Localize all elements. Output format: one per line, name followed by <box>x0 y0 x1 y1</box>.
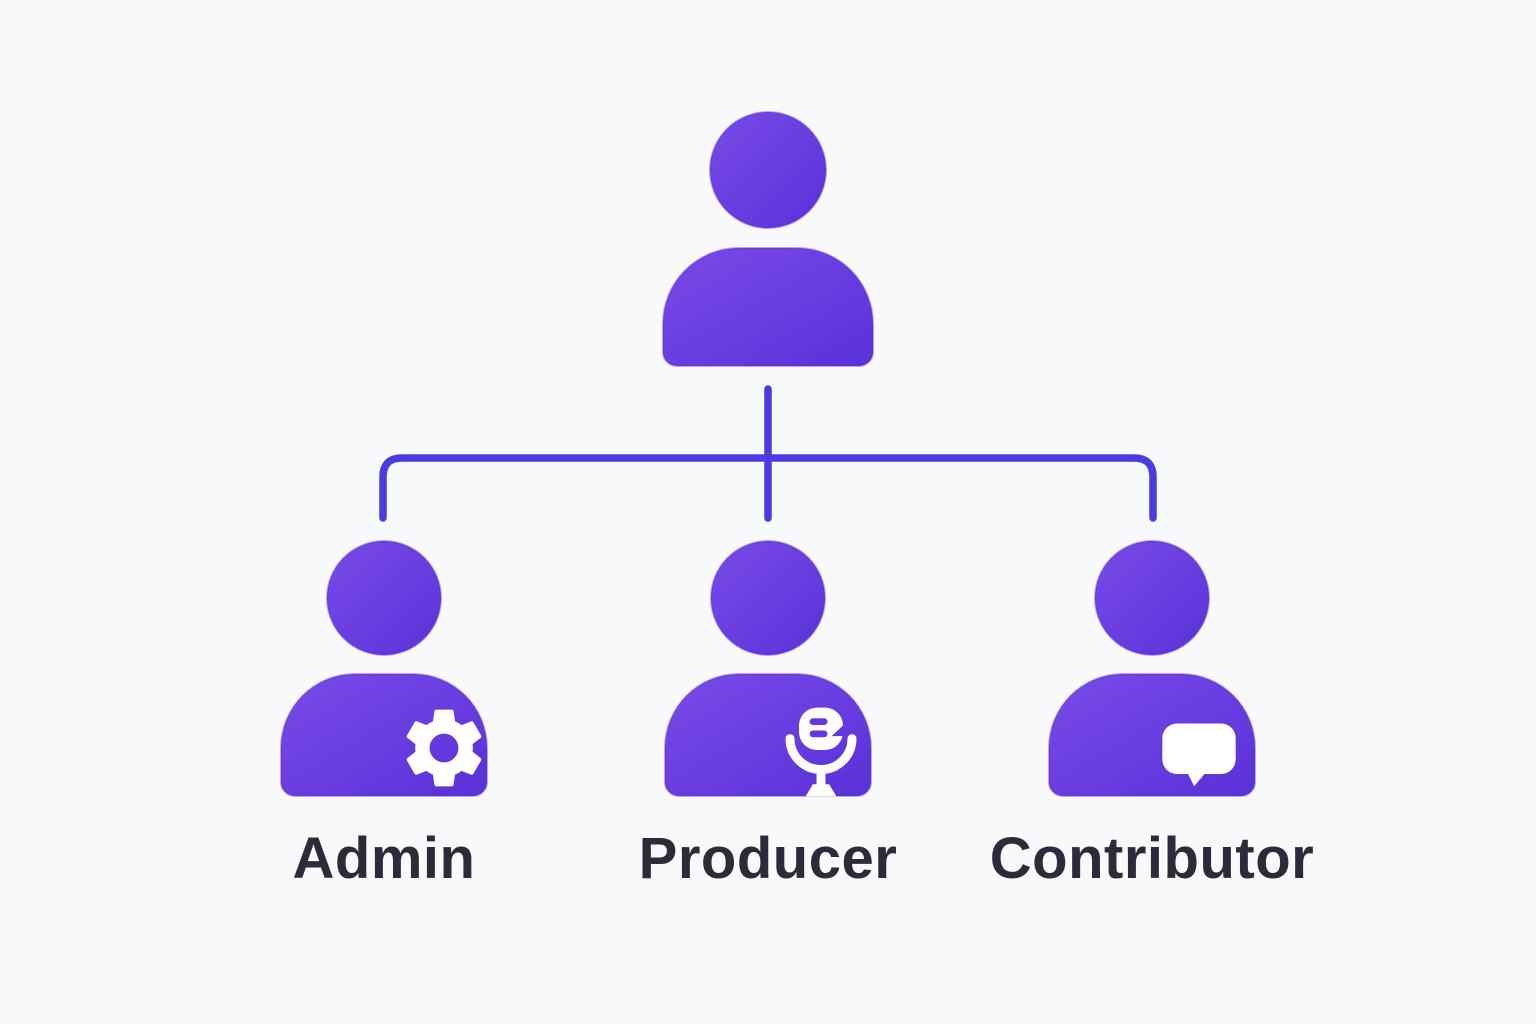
connector-branch <box>379 454 1157 522</box>
gear-shape <box>406 709 482 787</box>
role-label-producer: Producer <box>638 826 898 891</box>
mic-base <box>805 784 837 797</box>
bubble-body <box>1162 723 1236 775</box>
contributor-person-head <box>1094 540 1210 656</box>
mic-slot-bottom <box>809 730 828 738</box>
mic-slot-top <box>809 718 828 726</box>
producer-person-head <box>710 540 826 656</box>
admin-person-head <box>326 540 442 656</box>
root-person-head <box>709 111 827 229</box>
microphone-icon <box>785 707 857 797</box>
bubble-tail <box>1185 769 1208 787</box>
role-label-admin: Admin <box>292 826 476 891</box>
speech-bubble-icon <box>1162 723 1236 787</box>
root-person-body <box>662 247 874 367</box>
mic-capsule <box>798 707 844 750</box>
gear-icon <box>406 709 482 787</box>
connector-lines <box>379 385 1157 522</box>
role-label-contributor: Contributor <box>989 826 1315 891</box>
root-person-icon <box>662 111 874 367</box>
